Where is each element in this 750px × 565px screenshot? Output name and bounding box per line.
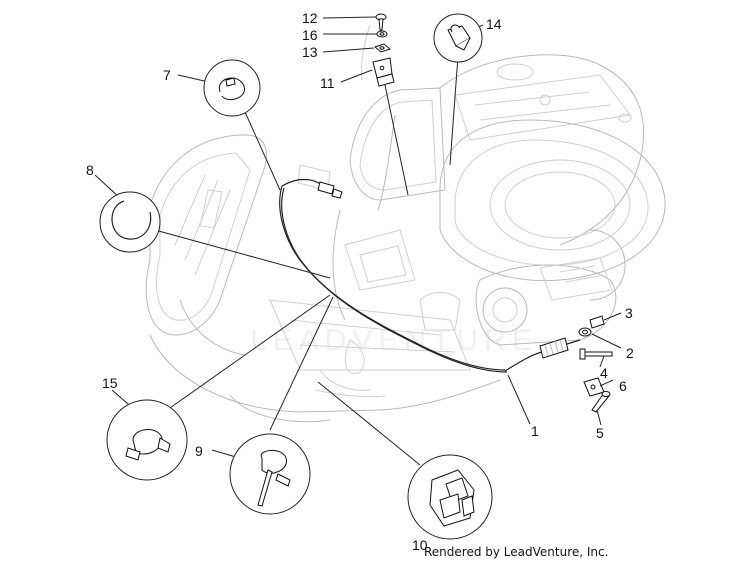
detail-circle-14 <box>433 13 483 63</box>
cable-assembly-part-1 <box>279 178 581 373</box>
callout-16: 16 <box>302 27 318 43</box>
callout-12: 12 <box>302 10 318 26</box>
rendered-by-footer: Rendered by LeadVenture, Inc. <box>424 545 609 559</box>
detail-circle-10 <box>407 454 493 540</box>
detail-circle-8 <box>99 191 161 253</box>
part-12-screw <box>375 13 387 31</box>
callout-5: 5 <box>596 425 604 441</box>
callout-2: 2 <box>626 345 634 361</box>
leader-lines <box>94 16 622 529</box>
callout-10: 10 <box>412 537 428 553</box>
part-5-screw <box>591 391 611 413</box>
callout-8: 8 <box>86 162 94 178</box>
callout-9: 9 <box>195 443 203 459</box>
detail-circle-7 <box>203 59 261 117</box>
part-4-bolt <box>579 348 613 360</box>
part-2-nut <box>578 327 592 337</box>
callout-7: 7 <box>163 67 171 83</box>
callout-1: 1 <box>531 423 539 439</box>
callout-11: 11 <box>320 75 335 91</box>
callout-3: 3 <box>625 305 633 321</box>
callout-14: 14 <box>486 16 502 32</box>
detail-circle-15 <box>106 399 188 481</box>
callout-4: 4 <box>600 365 608 381</box>
part-13-nut <box>373 43 392 53</box>
callout-13: 13 <box>302 44 318 60</box>
detail-circle-9 <box>229 433 311 515</box>
part-3-fitting <box>589 315 605 329</box>
callout-labels: 1 2 3 4 5 6 7 8 9 10 11 12 13 14 15 16 <box>86 10 634 553</box>
part-11-bracket <box>372 57 395 87</box>
part-16-washer <box>376 30 388 38</box>
callout-15: 15 <box>102 375 118 391</box>
callout-6: 6 <box>619 378 627 394</box>
